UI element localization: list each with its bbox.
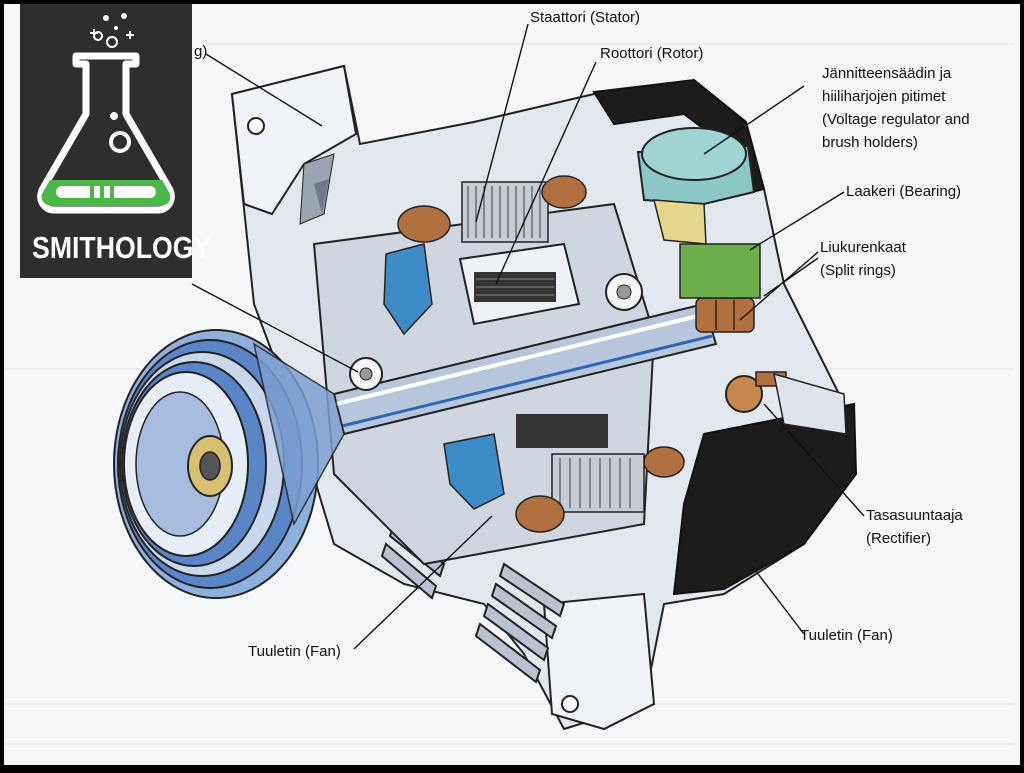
cutaway-interior [312,127,847,566]
label-fan-right: Tuuletin (Fan) [800,627,893,644]
pulley [113,329,345,599]
label-rectifier-2: (Rectifier) [866,530,932,547]
label-voltage-regulator-1: Jännitteensäädin ja [822,65,952,82]
logo-text: SMITHOLOGY [32,230,212,265]
label-split-rings-2: (Split rings) [820,262,896,279]
label-voltage-regulator-4: brush holders) [822,134,918,151]
label-rectifier-1: Tasasuuntaaja [866,507,963,524]
label-bearing: Laakeri (Bearing) [846,183,962,200]
smithology-logo: SMITHOLOGY [20,4,212,278]
diagram-frame: SMITHOLOGY g) Staattori (Stator) Roottor… [4,4,1020,765]
rear-cover [592,78,858,596]
label-split-rings-1: Liukurenkaat [820,239,906,256]
leader-lines [191,23,865,650]
alternator-illustration [4,23,1014,745]
flask-icon [37,13,175,214]
label-partial-top-left: g) [194,43,208,60]
label-stator: Staattori (Stator) [530,9,641,26]
label-voltage-regulator-2: hiiliharjojen pitimet [822,88,946,105]
label-fan-left: Tuuletin (Fan) [248,643,341,660]
label-voltage-regulator-3: (Voltage regulator and [822,111,970,128]
label-rotor: Roottori (Rotor) [600,45,704,62]
